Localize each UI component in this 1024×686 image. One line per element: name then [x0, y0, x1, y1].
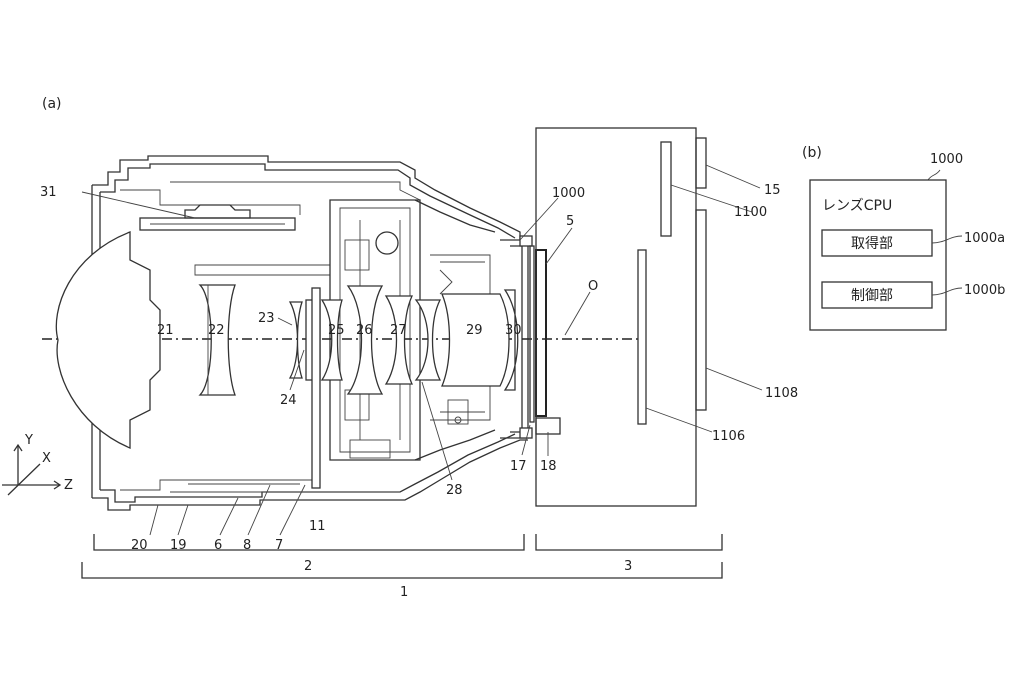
label-1108: 1108	[765, 386, 798, 401]
part-label-group: 1000 5 O 17 18 20 19 6 8 7 11	[131, 186, 598, 553]
lens-30	[503, 289, 519, 391]
label-15: 15	[764, 183, 781, 198]
lens-21	[55, 231, 161, 449]
label-28: 28	[446, 483, 463, 498]
bracket-2-label: 2	[304, 559, 312, 574]
label-1000-lens: 1000	[552, 186, 585, 201]
label-5: 5	[566, 214, 574, 229]
component-1106	[637, 249, 647, 425]
panel-b-label: (b)	[802, 145, 822, 161]
label-17: 17	[510, 459, 527, 474]
focus-unit-31	[139, 204, 296, 231]
bracket-3-label: 3	[624, 559, 632, 574]
label-O: O	[588, 279, 598, 294]
control-unit-label: 制御部	[851, 288, 893, 304]
acquisition-unit-ref: 1000a	[964, 231, 1005, 246]
label-11: 11	[309, 519, 326, 534]
panel-b: (b) 1000 レンズCPU 取得部 制御部 1000a 1000b	[802, 145, 1005, 331]
lens-cpu-title: レンズCPU	[822, 198, 892, 214]
label-29: 29	[466, 323, 483, 338]
label-1100: 1100	[734, 205, 767, 220]
acquisition-unit-label: 取得部	[851, 235, 893, 252]
camera-body	[535, 127, 707, 507]
label-30: 30	[505, 323, 522, 338]
mount-plate-5	[529, 245, 561, 435]
label-1106: 1106	[712, 429, 745, 444]
bracket-2	[93, 534, 525, 551]
label-8: 8	[243, 538, 251, 553]
label-6: 6	[214, 538, 222, 553]
bracket-1	[81, 562, 723, 579]
lens-22	[198, 284, 236, 396]
label-19: 19	[170, 538, 187, 553]
label-21: 21	[157, 323, 174, 338]
panel-a-label: (a)	[42, 96, 62, 112]
lens-label-group: 31 21 22 23 24 25 26 27 28 29 30	[40, 185, 522, 498]
label-26: 26	[356, 323, 373, 338]
axis-z-label: Z	[64, 478, 73, 493]
bracket-3	[535, 534, 723, 551]
lens-25	[320, 299, 343, 381]
lens-elements	[55, 231, 519, 489]
label-31: 31	[40, 185, 57, 200]
label-27: 27	[390, 323, 407, 338]
axis-y-label: Y	[24, 433, 33, 448]
lens-23	[288, 301, 303, 379]
bracket-1-label: 1	[400, 585, 408, 600]
axis-x-label: X	[42, 451, 51, 466]
component-1100	[660, 141, 672, 237]
label-20: 20	[131, 538, 148, 553]
label-23: 23	[258, 311, 275, 326]
control-unit-ref: 1000b	[964, 283, 1005, 298]
connector-18	[535, 417, 561, 435]
body-label-group: 15 1100 1108 1106	[712, 183, 798, 444]
label-18: 18	[540, 459, 557, 474]
label-22: 22	[208, 323, 225, 338]
lens-27	[384, 295, 414, 385]
lens-26	[346, 285, 384, 395]
label-25: 25	[328, 323, 345, 338]
leader-lines	[81, 164, 763, 536]
lens-28	[414, 299, 442, 381]
lens-29	[441, 293, 510, 387]
label-7: 7	[275, 538, 283, 553]
coordinate-axes: Y X Z	[2, 433, 73, 496]
block-id-label: 1000	[930, 152, 963, 167]
brackets: 2 3 1	[81, 534, 723, 600]
aperture-blade-11	[311, 287, 321, 489]
label-24: 24	[280, 393, 297, 408]
lens-cpu-block	[809, 179, 947, 331]
